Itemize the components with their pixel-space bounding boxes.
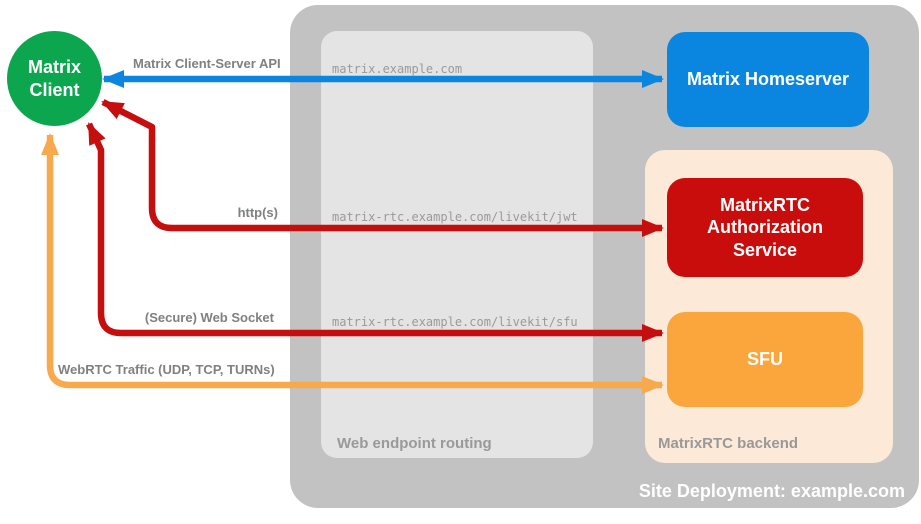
matrix-client-label: Matrix Client bbox=[27, 57, 81, 100]
matrixrtc-auth-service-node: MatrixRTC Authorization Service bbox=[667, 178, 863, 277]
matrix-client-node: Matrix Client bbox=[7, 31, 102, 126]
matrixrtc-auth-service-label: MatrixRTC Authorization Service bbox=[707, 194, 823, 260]
matrix-homeserver-label: Matrix Homeserver bbox=[686, 69, 850, 90]
sfu-node: SFU bbox=[667, 312, 863, 407]
matrixrtc-backend-label: MatrixRTC backend bbox=[658, 435, 799, 452]
site-deployment-label: Site Deployment: example.com bbox=[638, 481, 905, 501]
client-server-api-label: Matrix Client-Server API bbox=[133, 56, 281, 71]
endpoint-livekit-jwt: matrix-rtc.example.com/livekit/jwt bbox=[332, 210, 578, 224]
web-endpoint-routing-label: Web endpoint routing bbox=[337, 435, 492, 452]
websocket-label: (Secure) Web Socket bbox=[144, 310, 274, 325]
https-label: http(s) bbox=[237, 205, 278, 220]
endpoint-matrix-example-com: matrix.example.com bbox=[332, 62, 463, 76]
webrtc-traffic-label: WebRTC Traffic (UDP, TCP, TURNs) bbox=[58, 362, 275, 377]
web-endpoint-routing-zone bbox=[321, 31, 593, 458]
matrix-homeserver-node: Matrix Homeserver bbox=[667, 32, 869, 127]
sfu-label: SFU bbox=[747, 349, 783, 370]
endpoint-livekit-sfu: matrix-rtc.example.com/livekit/sfu bbox=[332, 315, 578, 329]
